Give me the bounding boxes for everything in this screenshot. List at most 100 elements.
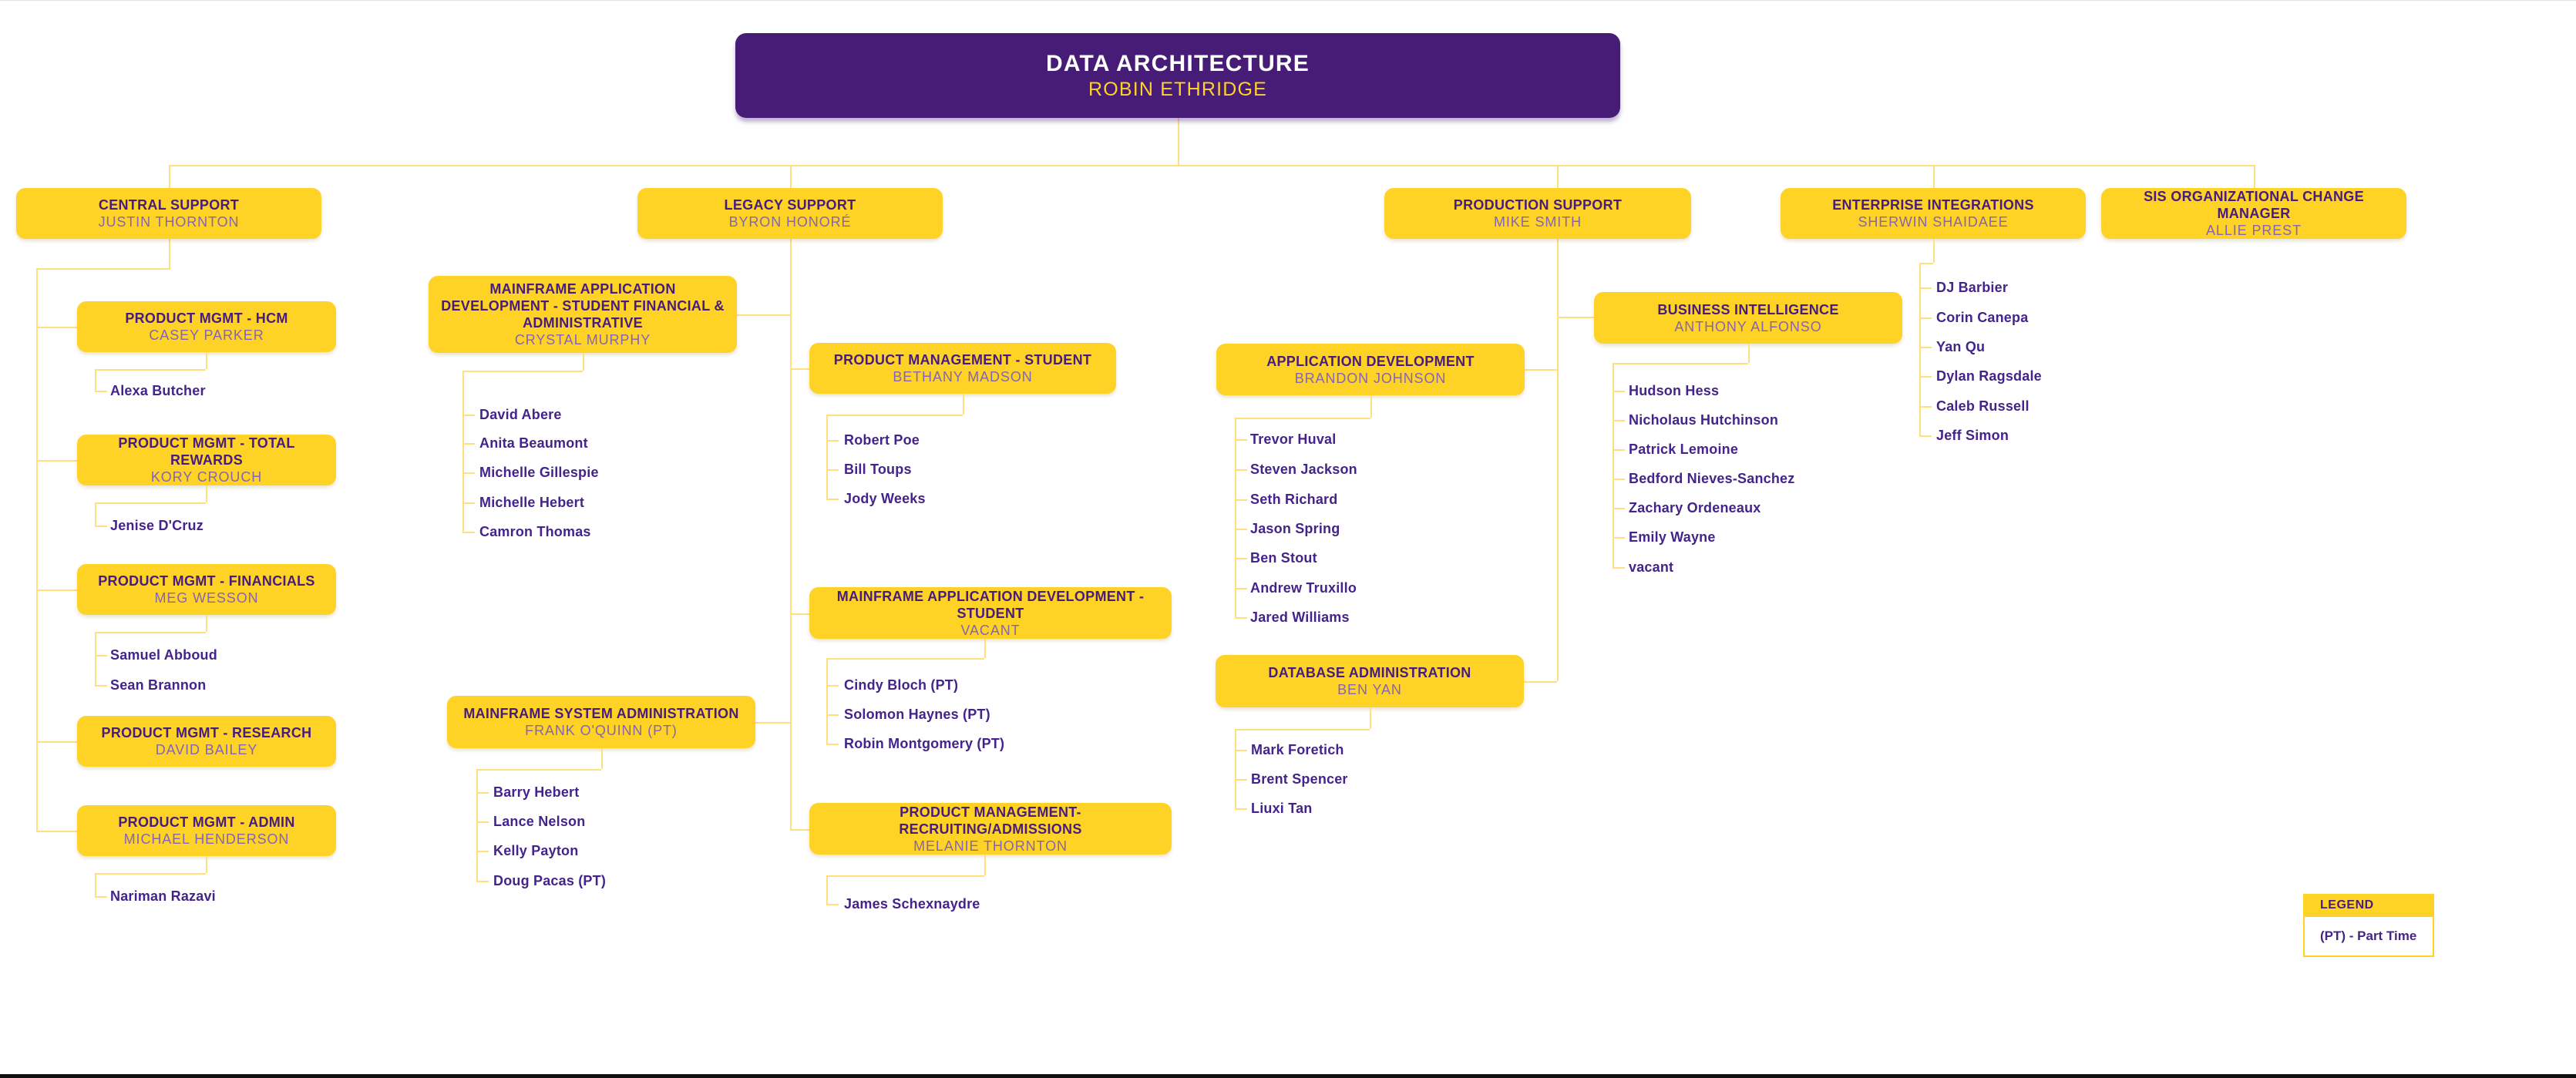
connector-line — [95, 873, 96, 896]
staff-name: Caleb Russell — [1936, 398, 2030, 414]
connector-line — [206, 856, 207, 873]
node-person: CASEY PARKER — [149, 327, 264, 343]
connector-line — [826, 415, 828, 499]
staff-name: Corin Canepa — [1936, 310, 2029, 325]
node-person: FRANK O'QUINN (PT) — [525, 723, 678, 738]
connector-line — [2254, 165, 2255, 188]
staff-name: Kelly Payton — [493, 843, 579, 858]
connector-line — [1557, 239, 1559, 681]
connector-tick — [826, 469, 839, 471]
connector-line — [36, 460, 77, 462]
node-box-mad-sfa: MAINFRAME APPLICATION DEVELOPMENT - STUD… — [429, 276, 737, 353]
connector-tick — [826, 744, 839, 745]
connector-tick — [1919, 347, 1932, 348]
node-person: ROBIN ETHRIDGE — [1088, 79, 1268, 100]
connector-tick — [476, 792, 489, 794]
connector-tick — [95, 526, 107, 527]
connector-line — [790, 829, 809, 831]
connector-tick — [1613, 508, 1625, 509]
connector-line — [826, 658, 984, 660]
connector-line — [169, 239, 170, 270]
node-title: MAINFRAME SYSTEM ADMINISTRATION — [463, 706, 739, 721]
connector-tick — [476, 881, 489, 882]
connector-tick — [826, 440, 839, 442]
connector-tick — [462, 415, 475, 416]
node-title: MAINFRAME APPLICATION DEVELOPMENT - STUD… — [441, 281, 725, 331]
node-title: DATABASE ADMINISTRATION — [1268, 665, 1471, 680]
connector-tick — [1613, 449, 1625, 451]
connector-tick — [1235, 558, 1247, 559]
staff-name: Camron Thomas — [479, 524, 591, 539]
staff-name: Anita Beaumont — [479, 435, 588, 451]
connector-tick — [1919, 317, 1932, 319]
node-title: PRODUCT MGMT - FINANCIALS — [98, 573, 315, 589]
connector-tick — [1613, 537, 1625, 539]
connector-line — [476, 769, 478, 881]
staff-name: Nariman Razavi — [110, 888, 216, 904]
node-title: ENTERPRISE INTEGRATIONS — [1832, 197, 2034, 213]
connector-line — [601, 748, 603, 769]
connector-line — [1919, 263, 1921, 435]
connector-line — [36, 589, 77, 591]
staff-name: Cindy Bloch (PT) — [844, 677, 959, 693]
connector-tick — [95, 685, 107, 687]
connector-tick — [1613, 479, 1625, 480]
node-person: JUSTIN THORNTON — [98, 214, 240, 230]
staff-name: Nicholaus Hutchinson — [1629, 412, 1779, 428]
node-title: MAINFRAME APPLICATION DEVELOPMENT - STUD… — [836, 588, 1145, 621]
connector-line — [790, 239, 792, 829]
staff-name: DJ Barbier — [1936, 280, 2009, 295]
node-title: PRODUCT MGMT - RESEARCH — [101, 725, 312, 740]
node-person: ALLIE PREST — [2206, 223, 2302, 238]
connector-line — [476, 769, 601, 771]
staff-name: Steven Jackson — [1250, 462, 1357, 477]
connector-tick — [826, 714, 839, 716]
connector-line — [169, 165, 170, 188]
staff-name: Michelle Gillespie — [479, 465, 599, 480]
staff-name: Brent Spencer — [1251, 771, 1348, 787]
connector-line — [1370, 707, 1371, 729]
node-person: VACANT — [960, 622, 1021, 638]
staff-name: Andrew Truxillo — [1250, 580, 1357, 596]
connector-line — [755, 722, 790, 724]
connector-tick — [1613, 420, 1625, 421]
connector-line — [1525, 369, 1557, 371]
connector-line — [826, 658, 828, 744]
staff-name: Robin Montgomery (PT) — [844, 736, 1005, 751]
connector-line — [1235, 418, 1236, 617]
connector-line — [36, 327, 77, 328]
connector-line — [1235, 729, 1236, 808]
connector-line — [826, 875, 984, 877]
staff-name: Samuel Abboud — [110, 647, 217, 663]
node-title: LEGACY SUPPORT — [724, 197, 856, 213]
connector-line — [963, 394, 964, 415]
staff-name: Solomon Haynes (PT) — [844, 707, 990, 722]
connector-line — [1557, 165, 1559, 188]
node-person: BEN YAN — [1337, 682, 1402, 697]
connector-tick — [476, 821, 489, 823]
connector-tick — [1235, 529, 1247, 530]
connector-tick — [476, 851, 489, 852]
node-title: PRODUCTION SUPPORT — [1453, 197, 1623, 213]
staff-name: Jody Weeks — [844, 491, 926, 506]
legend-header: LEGEND — [2303, 894, 2434, 917]
connector-line — [1235, 418, 1370, 419]
connector-line — [826, 415, 963, 416]
connector-tick — [1919, 287, 1932, 289]
node-person: MIKE SMITH — [1493, 214, 1582, 230]
staff-name: Doug Pacas (PT) — [493, 873, 607, 888]
connector-tick — [1235, 588, 1247, 589]
connector-line — [1178, 118, 1179, 165]
connector-line — [95, 369, 96, 391]
connector-tick — [1919, 406, 1932, 408]
staff-name: Hudson Hess — [1629, 383, 1720, 398]
connector-line — [95, 502, 206, 504]
staff-name: Barry Hebert — [493, 784, 580, 800]
legend-entry: (PT) - Part Time — [2303, 917, 2434, 957]
connector-tick — [462, 502, 475, 504]
node-title: APPLICATION DEVELOPMENT — [1266, 353, 1475, 369]
connector-tick — [1235, 779, 1247, 781]
